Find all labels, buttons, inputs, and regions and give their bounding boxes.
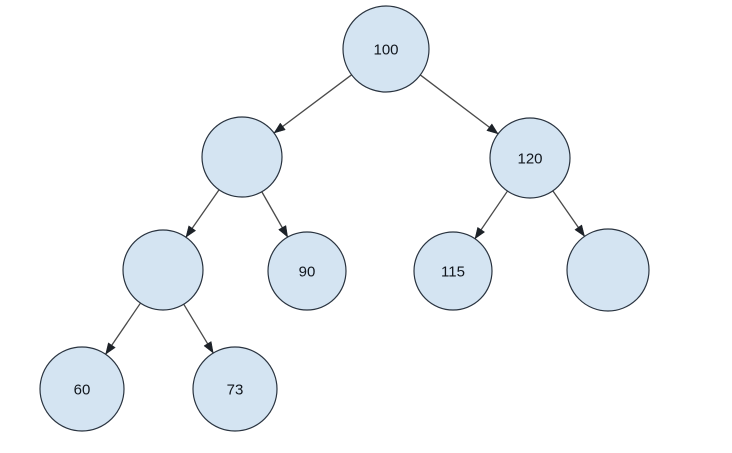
tree-node-100[interactable]: 100	[342, 5, 430, 93]
tree-edge	[419, 74, 499, 135]
node-circle[interactable]	[342, 5, 430, 93]
tree-node-115[interactable]: 115	[413, 231, 493, 311]
edge-arrowhead-icon	[486, 123, 499, 135]
node-label: 60	[74, 382, 91, 399]
tree-node-73[interactable]: 73	[192, 346, 278, 432]
node-circle[interactable]	[192, 346, 278, 432]
edge-arrowhead-icon	[105, 342, 116, 355]
tree-edge	[183, 303, 214, 354]
node-circle[interactable]	[122, 229, 204, 311]
tree-edge	[261, 191, 289, 238]
node-circle[interactable]	[566, 228, 650, 312]
tree-node-90[interactable]: 90	[267, 231, 347, 311]
tree-node-empty[interactable]	[122, 229, 204, 311]
node-circle[interactable]	[39, 346, 125, 432]
node-circle[interactable]	[413, 231, 493, 311]
tree-edge	[273, 74, 352, 134]
node-label: 90	[299, 264, 316, 281]
tree-node-empty[interactable]	[566, 228, 650, 312]
tree-edge	[185, 189, 220, 238]
edge-arrowhead-icon	[185, 225, 197, 238]
edge-arrowhead-icon	[203, 341, 214, 354]
tree-edge	[474, 190, 509, 240]
node-circle[interactable]	[267, 231, 347, 311]
node-circle[interactable]	[201, 116, 283, 198]
edge-arrowhead-icon	[273, 122, 286, 134]
edge-line	[419, 74, 499, 135]
tree-node-empty[interactable]	[201, 116, 283, 198]
node-label: 73	[227, 382, 244, 399]
tree-edge	[105, 302, 142, 355]
tree-node-120[interactable]: 120	[489, 117, 571, 199]
node-layer: 100 120 90 115 60 73	[39, 5, 650, 432]
node-label: 115	[441, 264, 465, 281]
edge-layer	[105, 74, 586, 355]
tree-edge	[552, 190, 586, 237]
edge-arrowhead-icon	[574, 224, 585, 237]
edge-arrowhead-icon	[474, 226, 486, 240]
node-label: 120	[517, 151, 542, 168]
tree-node-60[interactable]: 60	[39, 346, 125, 432]
edge-line	[273, 74, 352, 134]
edge-arrowhead-icon	[278, 225, 289, 238]
node-circle[interactable]	[489, 117, 571, 199]
node-label: 100	[373, 42, 398, 59]
